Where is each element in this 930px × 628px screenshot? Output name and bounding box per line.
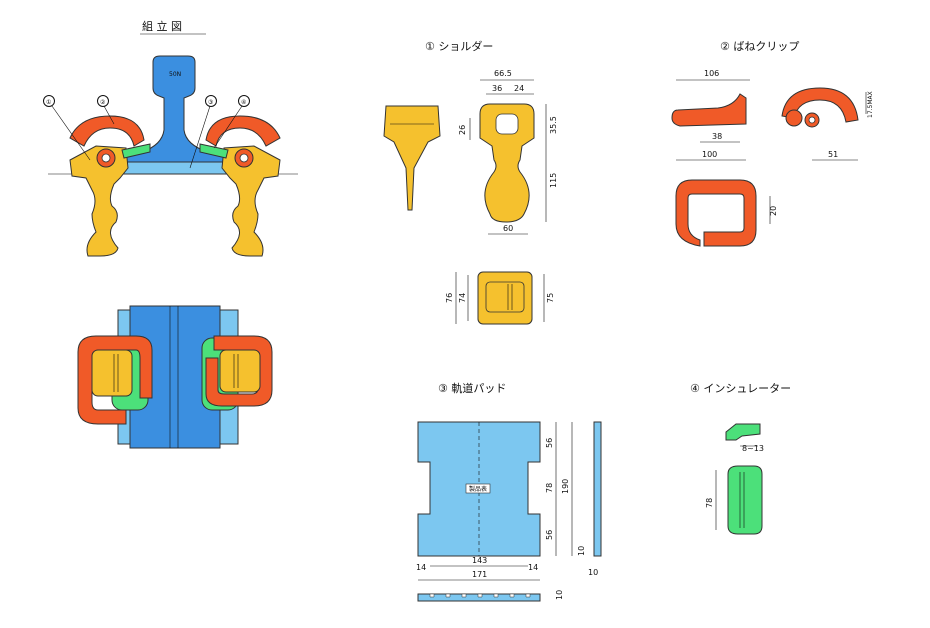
dim-shoulder-24: 24 xyxy=(514,84,524,93)
dim-shoulder-76: 76 xyxy=(445,293,454,303)
svg-text:②: ② xyxy=(100,99,106,106)
pad-title: ③ 軌道パッド xyxy=(438,381,506,395)
clip-side-view xyxy=(671,93,747,127)
dim-shoulder-60: 60 xyxy=(503,224,513,233)
pad-side-view xyxy=(593,421,602,557)
pad-stamp: 製品表 xyxy=(469,485,487,493)
dim-pad-10-bottom: 10 xyxy=(588,568,598,577)
rail-label: 50N xyxy=(169,71,181,78)
shoulder-side-view xyxy=(383,105,441,211)
dim-clip-17-5max: 17.5MAX xyxy=(867,91,874,118)
assembly-clip-left-hole xyxy=(101,153,111,163)
insulator-side-view xyxy=(725,423,761,441)
dim-clip-20: 20 xyxy=(769,206,778,216)
assembly-rail xyxy=(123,55,227,163)
dim-pad-14-right: 14 xyxy=(528,563,538,572)
assembly-insulator-right xyxy=(199,143,229,159)
insulator-plan-view xyxy=(727,465,763,535)
assembly-view: 組 立 図 50N ① ② xyxy=(43,19,298,257)
dim-clip-51: 51 xyxy=(828,150,838,159)
assembly-shoulder-right xyxy=(221,145,281,257)
dim-pad-14-left: 14 xyxy=(416,563,426,572)
plan-view xyxy=(77,305,273,449)
assembly-insulator-left xyxy=(121,143,151,159)
svg-text:④: ④ xyxy=(241,99,246,106)
callout-3: ③ xyxy=(189,95,217,169)
shoulder-plan-view xyxy=(477,271,533,325)
dim-pad-56-bottom: 56 xyxy=(545,530,554,540)
callout-2: ② xyxy=(97,95,115,125)
assembly-clip-right-hole xyxy=(239,153,249,163)
insulator-drawing: ④ インシュレーター 8~13 78 xyxy=(690,382,791,535)
clip-title: ② ばねクリップ xyxy=(720,40,799,53)
dim-pad-190: 190 xyxy=(561,479,570,494)
dim-shoulder-74: 74 xyxy=(458,293,467,303)
clip-plan-view xyxy=(675,179,757,247)
dim-shoulder-66-5: 66.5 xyxy=(494,69,512,78)
shoulder-slot xyxy=(495,113,519,135)
assembly-clip-right xyxy=(205,115,281,147)
dim-pad-10-edge: 10 xyxy=(555,590,564,600)
assembly-title: 組 立 図 xyxy=(142,19,182,33)
plan-shoulder-left xyxy=(91,349,133,397)
plan-shoulder-right xyxy=(219,349,261,393)
dim-shoulder-75: 75 xyxy=(546,293,555,303)
callout-1: ① xyxy=(43,95,91,161)
dim-clip-100: 100 xyxy=(702,150,717,159)
dim-pad-78: 78 xyxy=(545,483,554,493)
assembly-shoulder-left xyxy=(69,145,129,257)
insulator-title: ④ インシュレーター xyxy=(690,382,791,395)
svg-text:①: ① xyxy=(46,99,51,106)
dim-pad-171: 171 xyxy=(472,570,487,579)
assembly-clip-left xyxy=(69,115,145,147)
dim-pad-10-side: 10 xyxy=(577,546,586,556)
dim-clip-38: 38 xyxy=(712,132,722,141)
dim-clip-106: 106 xyxy=(704,69,719,78)
dim-shoulder-26: 26 xyxy=(458,125,467,135)
dim-shoulder-115: 115 xyxy=(549,173,558,188)
clip-drawing: ② ばねクリップ 106 38 100 17.5MAX 51 20 xyxy=(671,40,874,247)
shoulder-drawing: ① ショルダー 66.5 36 24 26 35.5 115 60 76 74 … xyxy=(383,39,558,325)
dim-shoulder-35-5: 35.5 xyxy=(549,116,558,134)
callout-4: ④ xyxy=(213,95,250,149)
dim-shoulder-36: 36 xyxy=(492,84,502,93)
assembly-pad xyxy=(109,161,241,175)
dim-pad-143: 143 xyxy=(472,556,487,565)
dim-insulator-8-13: 8~13 xyxy=(742,444,764,453)
shoulder-title: ① ショルダー xyxy=(425,39,493,53)
svg-text:③: ③ xyxy=(208,99,213,106)
dim-insulator-78: 78 xyxy=(705,498,714,508)
shoulder-front-view xyxy=(479,103,535,223)
pad-drawing: ③ 軌道パッド 製品表 56 78 56 190 143 14 14 171 1… xyxy=(416,381,602,602)
dim-pad-56-top: 56 xyxy=(545,438,554,448)
clip-front-view xyxy=(781,87,859,123)
